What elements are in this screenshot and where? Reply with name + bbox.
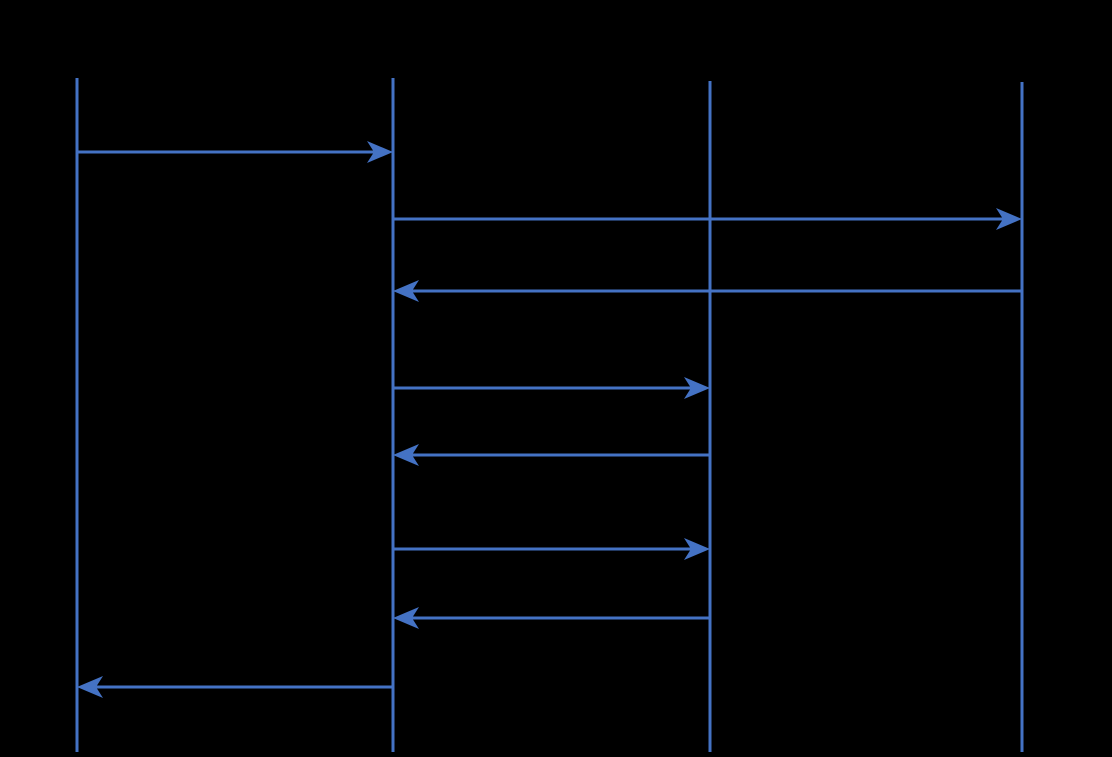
message-4-arrowhead-icon: [684, 377, 710, 399]
message-8-arrowhead-icon: [77, 676, 103, 698]
message-7-arrowhead-icon: [393, 607, 419, 629]
message-3-arrowhead-icon: [393, 280, 419, 302]
message-2-arrowhead-icon: [996, 208, 1022, 230]
message-6-arrowhead-icon: [684, 538, 710, 560]
message-1-arrowhead-icon: [367, 141, 393, 163]
message-5-arrowhead-icon: [393, 444, 419, 466]
